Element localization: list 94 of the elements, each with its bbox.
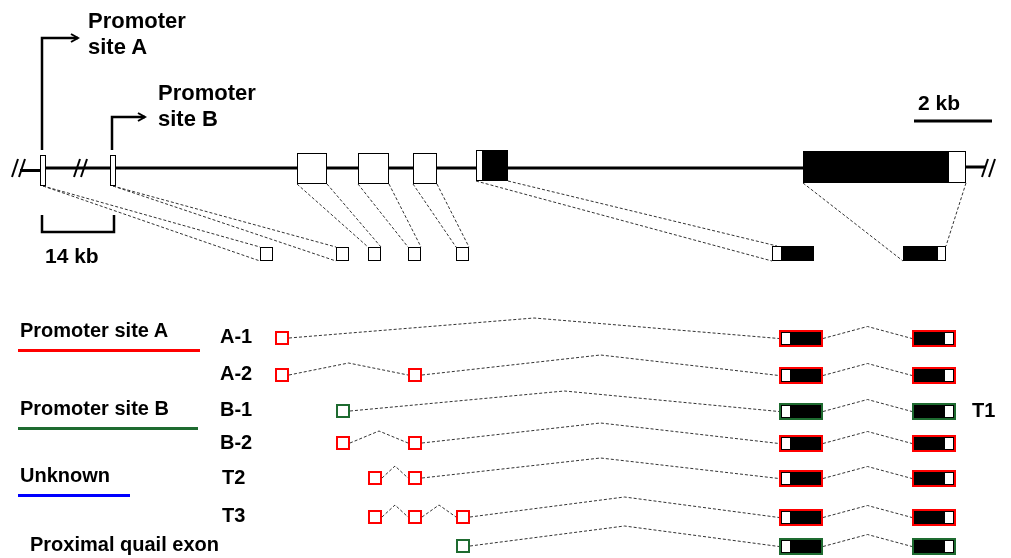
splice-line — [802, 182, 904, 262]
splice-line — [357, 183, 409, 248]
splice-line — [412, 183, 457, 248]
exon-box — [912, 470, 956, 487]
exon-box — [456, 247, 469, 261]
exon-box — [912, 538, 956, 555]
splice-line — [475, 180, 773, 262]
exon-box — [779, 435, 823, 452]
splice-line — [421, 354, 780, 376]
exon-box — [779, 367, 823, 384]
scale-label: 2 kb — [918, 90, 961, 116]
legend-label: Promoter site A — [20, 318, 169, 342]
exon-box — [779, 509, 823, 526]
exon-box — [903, 246, 946, 261]
splice-line — [381, 504, 409, 518]
splice-line — [822, 399, 913, 412]
intron-line — [437, 166, 476, 170]
exon-box — [408, 436, 422, 450]
intron-line — [508, 166, 803, 170]
intron-line — [46, 166, 110, 170]
splice-line — [349, 390, 780, 412]
splice-line — [112, 185, 337, 262]
scale-label: 14 kb — [45, 243, 99, 269]
row-label: B-2 — [220, 430, 253, 454]
exon-box — [275, 368, 289, 382]
splice-line — [288, 317, 780, 339]
exon-box — [408, 368, 422, 382]
exon-box — [368, 471, 382, 485]
row-label: A-1 — [220, 324, 253, 348]
exon-box — [456, 539, 470, 553]
exon-box — [779, 538, 823, 555]
row-label: B-1 — [220, 397, 253, 421]
splice-line — [288, 362, 409, 376]
exon-box — [408, 510, 422, 524]
splice-line — [945, 182, 967, 247]
splice-line — [822, 505, 913, 518]
exon-box — [912, 509, 956, 526]
exon-box — [779, 330, 823, 347]
splice-line — [296, 183, 369, 248]
splice-line — [469, 496, 780, 518]
splice-line — [822, 466, 913, 479]
exon-box — [40, 155, 46, 186]
promoter-label: Promoter site A — [88, 8, 187, 61]
exon-box — [476, 150, 508, 181]
splice-line — [381, 465, 409, 479]
splice-line — [421, 457, 780, 479]
exon-box — [275, 331, 289, 345]
splice-line — [326, 183, 382, 248]
splice-line — [822, 431, 913, 444]
intron-line — [20, 169, 40, 172]
row-label: A-2 — [220, 361, 253, 385]
exon-box — [358, 153, 389, 184]
exon-box — [336, 436, 350, 450]
splice-line — [507, 180, 778, 247]
splice-line — [822, 363, 913, 376]
row-label: T2 — [222, 465, 246, 489]
exon-box — [368, 510, 382, 524]
exon-box — [912, 435, 956, 452]
intron-line — [966, 165, 986, 169]
splice-line — [388, 183, 422, 248]
exon-box — [803, 151, 966, 183]
exon-box — [779, 403, 823, 420]
splice-line — [349, 430, 409, 444]
exon-box — [912, 403, 956, 420]
exon-box — [297, 153, 327, 184]
splice-line — [469, 525, 780, 547]
splice-line — [436, 183, 470, 248]
splice-line — [822, 534, 913, 547]
legend-label: Unknown — [20, 463, 110, 487]
exon-box — [779, 470, 823, 487]
row-label: T1 — [972, 398, 996, 422]
splice-line — [421, 504, 457, 518]
row-label: T3 — [222, 503, 246, 527]
exon-box — [772, 246, 814, 261]
splice-line — [822, 326, 913, 339]
exon-box — [336, 404, 350, 418]
exon-box — [408, 247, 421, 261]
promoter-label: Promoter site B — [158, 80, 257, 133]
intron-line — [389, 166, 413, 170]
legend-label: Promoter site B — [20, 396, 169, 420]
exon-box — [456, 510, 470, 524]
exon-box — [260, 247, 273, 261]
exon-box — [408, 471, 422, 485]
row-label: Proximal quail exon — [30, 532, 219, 556]
exon-box — [413, 153, 437, 184]
exon-box — [912, 367, 956, 384]
exon-box — [912, 330, 956, 347]
exon-box — [368, 247, 381, 261]
exon-box — [336, 247, 349, 261]
intron-line — [116, 166, 297, 170]
exon-box — [110, 155, 116, 186]
splice-line — [421, 422, 780, 444]
intron-line — [327, 166, 358, 170]
splice-line — [42, 185, 261, 262]
